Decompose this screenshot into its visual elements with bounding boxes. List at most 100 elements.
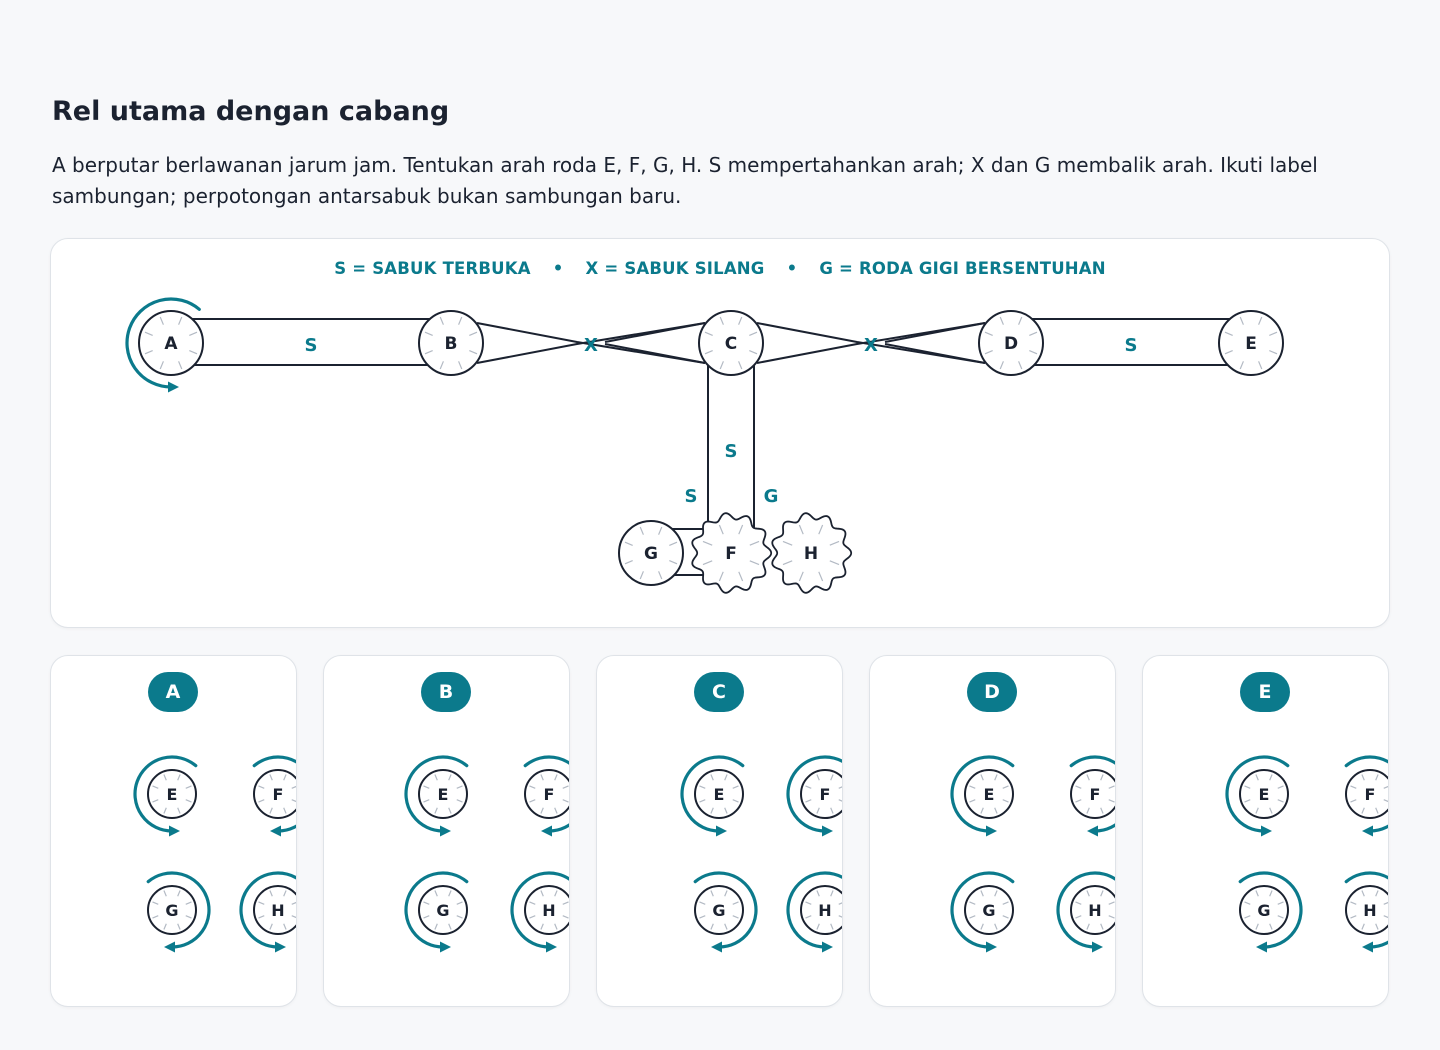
rotation-arrow-g — [950, 871, 1015, 953]
page-title: Rel utama dengan cabang — [52, 96, 450, 127]
wheel-h: H — [524, 885, 569, 935]
wheel-label-b: B — [445, 334, 458, 354]
rotation-arrow-g — [1238, 871, 1303, 953]
connection-label-f-g: S — [685, 486, 698, 507]
wheel-g: G — [618, 520, 684, 586]
wheel-label-g: G — [1257, 901, 1270, 920]
wheel-label-e: E — [1259, 785, 1270, 804]
wheel-label-e: E — [1245, 334, 1257, 354]
wheel-label-f: F — [725, 544, 737, 564]
wheel-f: F — [800, 769, 842, 819]
wheel-label-c: C — [725, 334, 737, 354]
wheel-f: F — [691, 512, 773, 594]
option-badge: B — [421, 672, 471, 712]
legend-open-belt: S = SABUK TERBUKA — [334, 259, 531, 278]
option-badge: A — [148, 672, 198, 712]
rotation-arrow-g — [404, 871, 469, 953]
wheel-label-f: F — [1365, 785, 1376, 804]
wheel-h: H — [1345, 885, 1388, 935]
wheel-label-f: F — [820, 785, 831, 804]
wheel-label-a: A — [164, 334, 178, 354]
legend: S = SABUK TERBUKA • X = SABUK SILANG • G = R… — [0, 259, 1440, 278]
rotation-arrow-g — [693, 871, 758, 953]
rotation-arrow-f — [523, 755, 569, 837]
wheel-label-e: E — [438, 785, 449, 804]
wheel-e: E — [694, 769, 744, 819]
option-wheels: E F G H — [133, 755, 296, 953]
belts — [171, 318, 1251, 576]
wheel-label-h: H — [271, 901, 284, 920]
rotation-arrow-e — [404, 755, 469, 837]
legend-separator: • — [786, 259, 798, 278]
wheel-label-d: D — [1004, 334, 1018, 354]
wheel-f: F — [253, 769, 296, 819]
legend-crossed-belt: X = SABUK SILANG — [585, 259, 765, 278]
wheel-h: H — [771, 512, 853, 594]
wheel-h: H — [800, 885, 842, 935]
problem-description: A berputar berlawanan jarum jam. Tentuka… — [52, 153, 1318, 208]
wheel-g: G — [694, 885, 744, 935]
wheel-label-f: F — [1090, 785, 1101, 804]
wheel-label-h: H — [804, 544, 818, 564]
rotation-arrow-h — [239, 871, 296, 953]
option-wheels: E F G H — [404, 755, 569, 953]
rotation-arrow-g — [146, 871, 211, 953]
wheel-e: E — [147, 769, 197, 819]
wheel-f: F — [524, 769, 569, 819]
wheel-label-g: G — [165, 901, 178, 920]
connection-label-c-d: X — [864, 335, 878, 356]
wheel-f: F — [1070, 769, 1115, 819]
wheel-c: C — [698, 310, 764, 376]
legend-gear-contact: G = RODA GIGI BERSENTUHAN — [819, 259, 1106, 278]
rotation-arrow-e — [950, 755, 1015, 837]
wheel-e: E — [1239, 769, 1289, 819]
wheel-g: G — [1239, 885, 1289, 935]
wheel-label-f: F — [273, 785, 284, 804]
wheel-label-h: H — [818, 901, 831, 920]
wheel-e: E — [964, 769, 1014, 819]
connection-label-d-e: S — [1125, 335, 1138, 356]
wheel-label-h: H — [1363, 901, 1376, 920]
rotation-arrow-f — [1344, 755, 1388, 837]
wheel-a: A — [138, 310, 204, 376]
wheel-label-e: E — [714, 785, 725, 804]
rotation-arrow-e — [133, 755, 198, 837]
rotation-arrow-h — [1056, 871, 1115, 953]
connection-label-b-c: X — [584, 335, 598, 356]
option-wheels: E F G H — [1225, 755, 1388, 953]
answer-option-b[interactable]: B E F G H — [323, 655, 570, 1007]
wheel-g: G — [418, 885, 468, 935]
wheel-label-g: G — [644, 544, 658, 564]
connection-label-f-h: G — [764, 486, 779, 507]
answer-option-e[interactable]: E E F G H — [1142, 655, 1389, 1007]
wheel-e: E — [418, 769, 468, 819]
rotation-arrow-e — [680, 755, 745, 837]
wheel-label-f: F — [544, 785, 555, 804]
option-wheels: E F G H — [950, 755, 1115, 953]
option-wheels: E F G H — [680, 755, 842, 953]
wheel-label-g: G — [982, 901, 995, 920]
answer-option-a[interactable]: A E F G H — [50, 655, 297, 1007]
option-badge: C — [694, 672, 744, 712]
wheel-label-g: G — [712, 901, 725, 920]
rotation-arrow-h — [1344, 871, 1388, 953]
driver-rotation-arrow — [125, 297, 201, 393]
rotation-arrow-f — [252, 755, 296, 837]
rotation-arrow-f — [786, 755, 842, 837]
wheel-f: F — [1345, 769, 1388, 819]
option-badge: E — [1240, 672, 1290, 712]
wheel-b: B — [418, 310, 484, 376]
wheel-h: H — [253, 885, 296, 935]
answer-option-c[interactable]: C E F G H — [596, 655, 843, 1007]
wheel-d: D — [978, 310, 1044, 376]
wheel-label-h: H — [542, 901, 555, 920]
wheel-h: H — [1070, 885, 1115, 935]
rotation-arrow-h — [510, 871, 569, 953]
legend-separator: • — [552, 259, 564, 278]
wheel-g: G — [964, 885, 1014, 935]
wheel-label-e: E — [167, 785, 178, 804]
wheel-label-g: G — [436, 901, 449, 920]
